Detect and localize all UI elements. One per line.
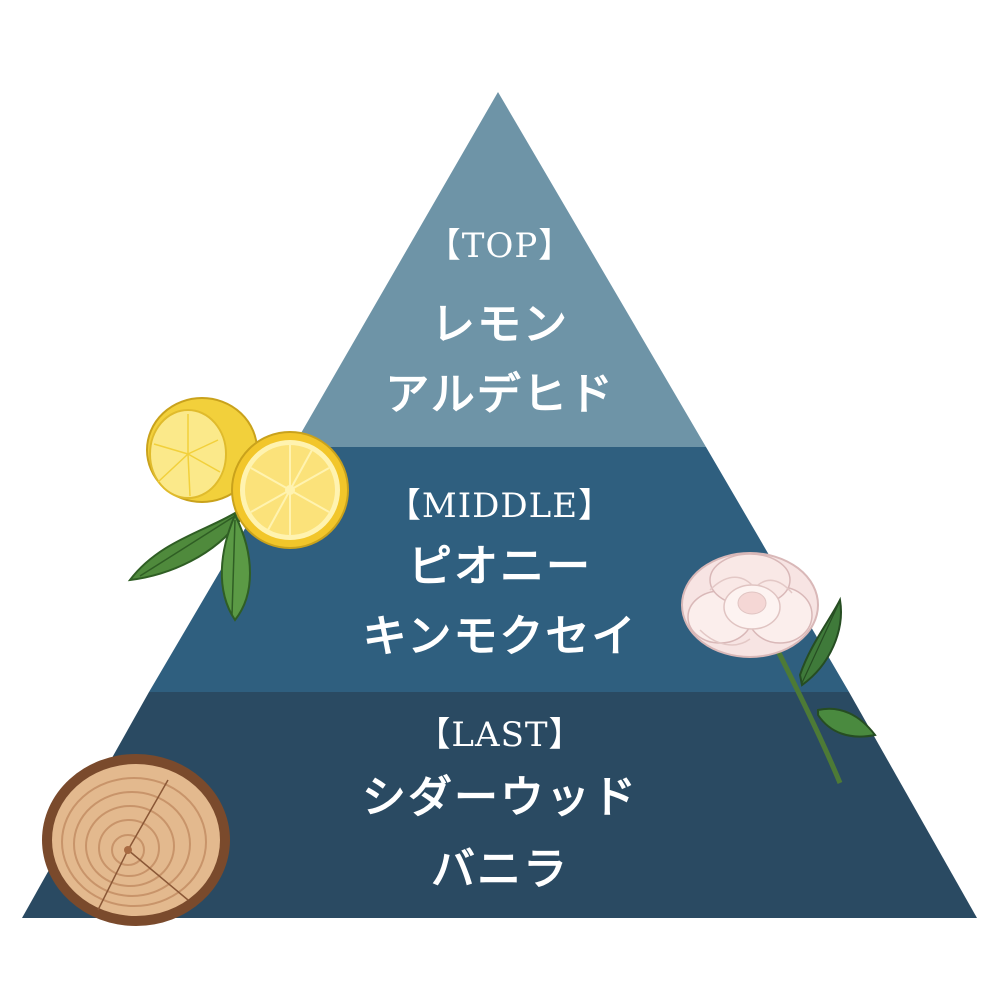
tier-middle-note-1: ピオニー (408, 541, 592, 592)
tier-top-note-2: アルデヒド (385, 369, 615, 420)
tier-top-band (293, 92, 706, 447)
tier-last: 【LAST】 シダーウッド バニラ (0, 715, 1000, 899)
tier-last-note-2: バニラ (431, 844, 569, 895)
tier-middle-note-2: キンモクセイ (362, 611, 638, 662)
wood-slice-illustration (42, 754, 230, 926)
tier-last-note-1: シダーウッド (362, 772, 638, 823)
tier-last-label: 【LAST】 (416, 715, 584, 755)
tier-top-label: 【TOP】 (426, 226, 574, 266)
tier-top-note-1: レモン (431, 299, 569, 350)
tier-last-band (22, 692, 977, 918)
tier-top: 【TOP】 レモン アルデヒド (0, 226, 1000, 424)
lemon-illustration (127, 397, 349, 622)
tier-middle: 【MIDDLE】 ピオニー キンモクセイ (0, 486, 1000, 666)
tier-middle-label: 【MIDDLE】 (386, 486, 614, 526)
peony-illustration (681, 552, 877, 784)
